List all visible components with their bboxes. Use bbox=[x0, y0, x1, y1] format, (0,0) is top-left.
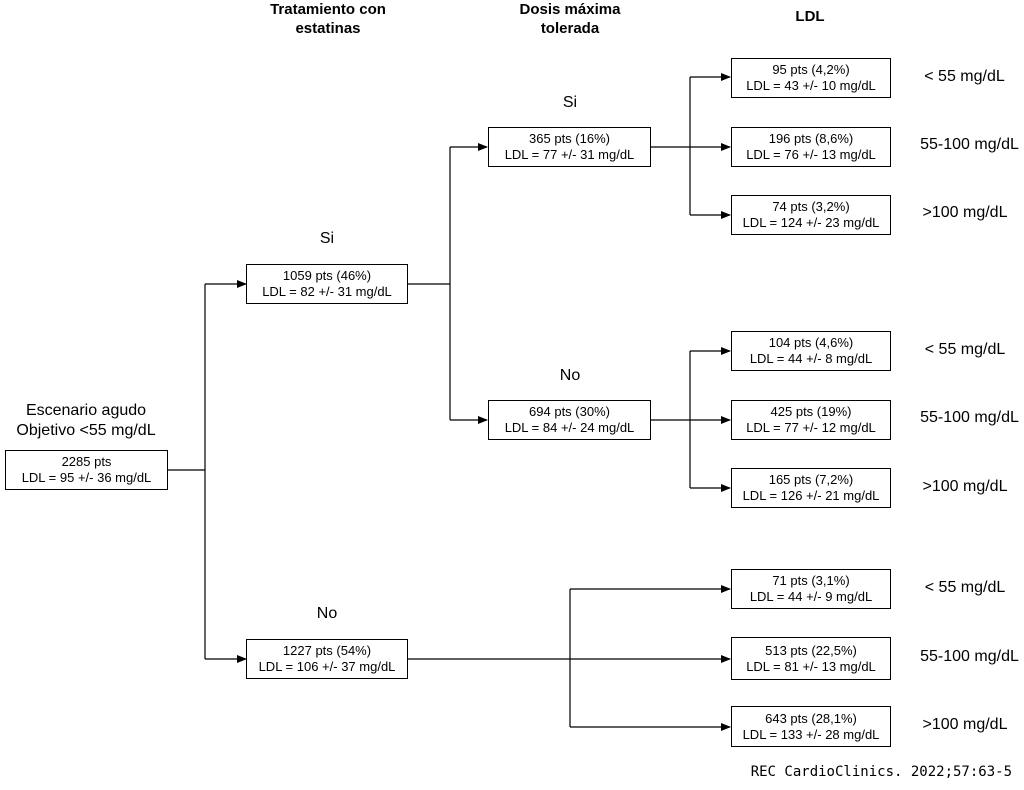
header-ldl: LDL bbox=[770, 7, 850, 26]
outcome-ldl: LDL = 44 +/- 8 mg/dL bbox=[749, 351, 873, 366]
outcome-count: 95 pts (4,2%) bbox=[772, 62, 850, 77]
label-dose-yes: Si bbox=[562, 94, 578, 111]
label-dose-no: No bbox=[559, 367, 581, 384]
label-statins-no: No bbox=[316, 605, 338, 622]
outcome-ldl: LDL = 133 +/- 28 mg/dL bbox=[742, 726, 880, 742]
range-dose-no-3: >100 mg/dL bbox=[922, 478, 1008, 495]
header-statins-line-1: Tratamiento con bbox=[270, 1, 386, 18]
node-root: 2285 pts LDL = 95 +/- 36 mg/dL bbox=[5, 450, 168, 490]
outcome-ldl: LDL = 76 +/- 13 mg/dL bbox=[746, 147, 876, 162]
outcome-statins-no-2: 513 pts (22,5%) LDL = 81 +/- 13 mg/dL bbox=[731, 637, 891, 680]
header-ldl-line-1: LDL bbox=[795, 8, 825, 25]
outcome-ldl: LDL = 44 +/- 9 mg/dL bbox=[749, 589, 873, 604]
outcome-ldl: LDL = 43 +/- 10 mg/dL bbox=[746, 78, 876, 93]
node-dose-yes-count: 365 pts (16%) bbox=[529, 131, 610, 146]
node-statins-no: 1227 pts (54%) LDL = 106 +/- 37 mg/dL bbox=[246, 639, 408, 679]
outcome-dose-no-1: 104 pts (4,6%) LDL = 44 +/- 8 mg/dL bbox=[731, 331, 891, 371]
outcome-ldl: LDL = 77 +/- 12 mg/dL bbox=[746, 420, 876, 435]
header-max-dose-line-2: tolerada bbox=[540, 20, 600, 37]
header-max-dose-line-1: Dosis máxima bbox=[519, 1, 621, 18]
outcome-count: 104 pts (4,6%) bbox=[768, 335, 854, 350]
header-statins: Tratamiento con estatinas bbox=[258, 0, 398, 38]
range-dose-yes-3: >100 mg/dL bbox=[922, 204, 1008, 221]
node-dose-no: 694 pts (30%) LDL = 84 +/- 24 mg/dL bbox=[488, 400, 651, 440]
node-root-count: 2285 pts bbox=[61, 454, 112, 469]
root-title-line-1: Escenario agudo bbox=[25, 402, 147, 419]
outcome-count: 425 pts (19%) bbox=[770, 404, 852, 419]
node-dose-yes: 365 pts (16%) LDL = 77 +/- 31 mg/dL bbox=[488, 127, 651, 167]
outcome-dose-yes-1: 95 pts (4,2%) LDL = 43 +/- 10 mg/dL bbox=[731, 58, 891, 98]
node-statins-yes-ldl: LDL = 82 +/- 31 mg/dL bbox=[262, 284, 392, 299]
outcome-count: 165 pts (7,2%) bbox=[768, 472, 854, 487]
outcome-dose-yes-3: 74 pts (3,2%) LDL = 124 +/- 23 mg/dL bbox=[731, 195, 891, 235]
root-title: Escenario agudo Objetivo <55 mg/dL bbox=[0, 401, 172, 441]
outcome-dose-yes-2: 196 pts (8,6%) LDL = 76 +/- 13 mg/dL bbox=[731, 127, 891, 167]
range-statins-no-1: < 55 mg/dL bbox=[924, 579, 1006, 596]
label-statins-yes: Si bbox=[319, 230, 335, 247]
range-dose-no-1: < 55 mg/dL bbox=[924, 341, 1006, 358]
outcome-count: 74 pts (3,2%) bbox=[772, 199, 850, 214]
range-dose-yes-2: 55-100 mg/dL bbox=[920, 136, 1019, 153]
node-statins-no-ldl: LDL = 106 +/- 37 mg/dL bbox=[258, 659, 396, 674]
outcome-statins-no-1: 71 pts (3,1%) LDL = 44 +/- 9 mg/dL bbox=[731, 569, 891, 609]
node-dose-yes-ldl: LDL = 77 +/- 31 mg/dL bbox=[504, 147, 635, 162]
range-statins-no-3: >100 mg/dL bbox=[922, 716, 1008, 733]
outcome-count: 513 pts (22,5%) bbox=[765, 642, 857, 658]
outcome-count: 196 pts (8,6%) bbox=[768, 131, 854, 146]
node-dose-no-ldl: LDL = 84 +/- 24 mg/dL bbox=[504, 420, 635, 435]
node-statins-no-count: 1227 pts (54%) bbox=[282, 643, 372, 658]
range-dose-yes-1: < 55 mg/dL bbox=[924, 68, 1005, 85]
outcome-statins-no-3: 643 pts (28,1%) LDL = 133 +/- 28 mg/dL bbox=[731, 706, 891, 747]
outcome-count: 71 pts (3,1%) bbox=[772, 573, 850, 588]
node-root-ldl: LDL = 95 +/- 36 mg/dL bbox=[21, 470, 152, 485]
node-statins-yes-count: 1059 pts (46%) bbox=[282, 268, 372, 283]
outcome-ldl: LDL = 81 +/- 13 mg/dL bbox=[746, 658, 876, 674]
outcome-count: 643 pts (28,1%) bbox=[765, 710, 857, 726]
header-statins-line-2: estatinas bbox=[295, 20, 361, 37]
node-dose-no-count: 694 pts (30%) bbox=[529, 404, 610, 419]
range-statins-no-2: 55-100 mg/dL bbox=[920, 648, 1019, 665]
outcome-ldl: LDL = 126 +/- 21 mg/dL bbox=[742, 488, 880, 503]
outcome-ldl: LDL = 124 +/- 23 mg/dL bbox=[742, 215, 880, 230]
node-statins-yes: 1059 pts (46%) LDL = 82 +/- 31 mg/dL bbox=[246, 264, 408, 304]
outcome-dose-no-2: 425 pts (19%) LDL = 77 +/- 12 mg/dL bbox=[731, 400, 891, 440]
citation-footer: REC CardioClinics. 2022;57:63-5 bbox=[750, 764, 1012, 780]
outcome-dose-no-3: 165 pts (7,2%) LDL = 126 +/- 21 mg/dL bbox=[731, 468, 891, 508]
header-max-dose: Dosis máxima tolerada bbox=[500, 0, 640, 38]
range-dose-no-2: 55-100 mg/dL bbox=[920, 409, 1019, 426]
root-title-line-2: Objetivo <55 mg/dL bbox=[16, 422, 156, 439]
